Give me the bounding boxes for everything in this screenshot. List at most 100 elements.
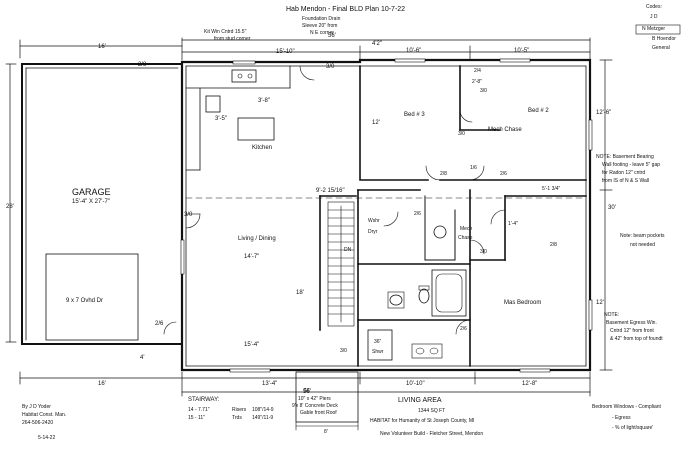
vanity-sink — [389, 294, 403, 306]
garage-size: 15'-4" X 27'-7" — [72, 199, 110, 205]
note-egress-line4: & 42" from top of foundt — [610, 336, 663, 342]
kitchen-range — [205, 95, 221, 113]
stair-treads-count: 15 - 11" — [188, 415, 205, 421]
note-bearing-line3: for Radon 12" cntrd — [602, 170, 646, 176]
shower-label-2: Shwr — [372, 349, 384, 355]
dim-left-overall: 28' — [6, 204, 14, 210]
bed3-height: 12' — [372, 120, 380, 126]
kitchen-sink — [231, 69, 257, 83]
deck-concrete: 9'x 8' Concrete Deck — [292, 403, 338, 409]
house-outer-walls — [180, 58, 592, 372]
dim-right-lower: 12' — [596, 300, 604, 306]
hall-door-28: 2/8 — [440, 171, 447, 177]
mech-chase-lower-line2: Chase — [458, 235, 473, 241]
washer-dryer-line1: Wshr — [368, 218, 380, 224]
garage-door-26: 2/6 — [155, 321, 164, 327]
dim-top-garage: 16' — [98, 44, 106, 50]
windows — [180, 58, 593, 373]
laundry-door-26: 2/6 — [414, 211, 421, 217]
codes-general: General — [652, 45, 670, 51]
note-beam-line1: Note: beam pockets — [620, 233, 665, 239]
kitchen-window-30: 3/0 — [184, 212, 193, 218]
note-egress-line1: NOTE: — [604, 312, 620, 318]
dim-top-bed2: 10'-5" — [514, 48, 530, 54]
kitchen-dim-side: 3'-8" — [258, 98, 270, 104]
deck-piers: 10" x 42" Piers — [298, 396, 331, 402]
shower-label-1: 36" — [374, 339, 382, 345]
master-bedroom-label: Mas Bedroom — [504, 300, 542, 306]
kitchen-window-note-line2: from stud corner — [214, 36, 251, 42]
bottom-dimension-lines — [19, 371, 591, 397]
living-dining-label: Living / Dining — [238, 236, 276, 242]
dim-bottom-right: 12'-8" — [522, 381, 538, 387]
codes-metzger: N Metzger — [642, 26, 666, 32]
kitchen-dim-ref: 3'-5" — [215, 116, 227, 122]
author-name: By J D Yoder — [22, 404, 51, 410]
garage-dim-4: 4' — [140, 355, 145, 361]
hall-door-26: 2/6 — [500, 171, 507, 177]
note-bearing-line2: Wall footing - leave 5" gap — [602, 162, 661, 168]
living-width: 14'-7" — [244, 254, 260, 260]
codes-box — [635, 24, 681, 35]
habitat-line: HABITAT for Humanity of St Joseph County… — [370, 418, 475, 424]
author-title: Habitat Const. Man. — [22, 412, 67, 418]
shower-36 — [367, 329, 393, 361]
bed2-label: Bed # 2 — [528, 108, 549, 114]
bed2-closet-dim: 2'-8" — [472, 79, 482, 85]
living-area-title: LIVING AREA — [398, 397, 442, 404]
foundation-drain-line2: Sleeve 20" from — [302, 23, 338, 29]
living-width-bottom: 15'-4" — [244, 342, 260, 348]
mech-chase-upper: Mech Chase — [488, 127, 522, 133]
master-hall-dim: 5'-1 3/4" — [542, 186, 561, 192]
stair-treads-calc: 149"/11-9 — [252, 415, 274, 421]
stair-risers-calc: 108"/14-9 — [252, 407, 274, 413]
garage-overhead-door — [45, 253, 139, 341]
plan-title: Hab Mendon - Final BLD Plan 10-7-22 — [286, 6, 406, 13]
note-bearing-line1: NOTE: Basement Bearing — [596, 154, 654, 160]
kitchen-label: Kitchen — [252, 145, 273, 151]
washer-dryer-line2: Dryr — [368, 229, 378, 235]
dim-top-bed3: 10'-6" — [406, 48, 422, 54]
foundation-drain-line1: Foundation Drain — [302, 16, 341, 22]
stair-treads — [327, 201, 355, 327]
deck-overall-dim: 56' — [304, 388, 311, 394]
front-door-30: 3/0 — [340, 348, 347, 354]
bath-door-26: 2/6 — [460, 326, 467, 332]
kitchen-island — [237, 117, 275, 141]
door-swings — [163, 65, 506, 335]
garage-door-label: 9 x 7 Ovhd Dr — [66, 298, 104, 304]
dim-top-mid: 4'2" — [372, 41, 382, 47]
dim-right-mid: 30' — [608, 205, 616, 211]
bed3-label: Bed # 3 — [404, 112, 425, 118]
author-phone: 264-506-2420 — [22, 420, 54, 426]
interior-walls — [185, 65, 587, 367]
garage-door-28: 2/8 — [138, 62, 147, 68]
stair-risers-count: 14 - 7.71" — [188, 407, 210, 413]
stair-dn: DN — [344, 247, 352, 253]
bathtub — [431, 269, 467, 317]
garage-label: GARAGE — [72, 187, 111, 197]
stairway-title: STAIRWAY: — [188, 397, 220, 403]
codes-hoendor: B Hoendor — [652, 36, 676, 42]
windows-compliant: Bedroom Windows - Compliant — [592, 404, 661, 410]
codes-jd: J D — [650, 14, 658, 20]
stair-treads-label: Trds — [232, 415, 242, 421]
windows-egress: - Egress — [612, 415, 631, 421]
note-egress-line2: Basement Egress Win. — [606, 320, 657, 326]
note-bearing-line4: from IS of N & S Wall — [602, 178, 650, 184]
bed2-closet-24: 2/4 — [474, 68, 481, 74]
stair-width: 9'-2 15/16" — [316, 188, 345, 194]
stair-risers-label: Risers — [232, 407, 247, 413]
kitchen-door-30: 3/0 — [326, 64, 335, 70]
mech-chase-lower-line1: Mech — [460, 226, 473, 232]
dim-bottom-main: 13'-4" — [262, 381, 278, 387]
living-height: 18' — [296, 290, 304, 296]
master-door-30: 3/0 — [480, 249, 487, 255]
foundation-drain-line3: N E corner — [310, 30, 334, 36]
deck-roof: Gable front Roof — [300, 410, 337, 416]
deck-width: 8' — [324, 429, 328, 435]
bed2-door-30: 3/0 — [480, 88, 487, 94]
dim-top-main: 15'-10" — [276, 49, 295, 55]
living-area-sqft: 1344 SQ FT — [418, 408, 446, 414]
master-closet-28: 2/8 — [550, 242, 557, 248]
